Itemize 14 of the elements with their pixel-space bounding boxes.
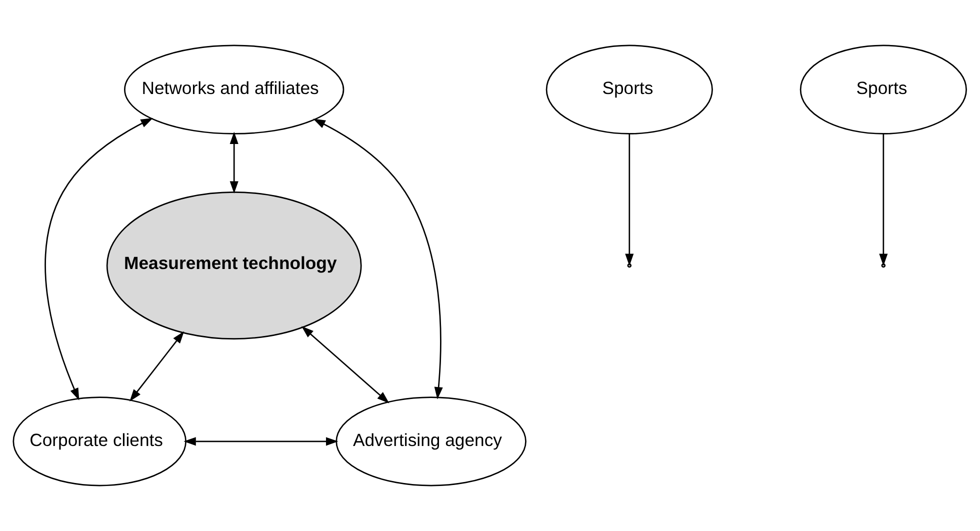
node-ellipse: Networks and affiliates <box>124 44 344 134</box>
node-ellipse: Advertising agency <box>336 396 526 486</box>
arrow <box>184 437 338 446</box>
arrow <box>301 326 390 404</box>
node-ellipse: Corporate clients <box>12 396 186 486</box>
arrow <box>230 132 238 194</box>
node-ellipse: Sports <box>800 44 967 134</box>
node-ellipse: Sports <box>546 44 713 134</box>
node-ellipse: Measurement technology <box>106 191 362 340</box>
arrow <box>313 118 443 400</box>
arrow <box>625 134 634 266</box>
arrow <box>44 118 154 400</box>
arrow <box>879 134 888 266</box>
arrow <box>130 331 184 402</box>
